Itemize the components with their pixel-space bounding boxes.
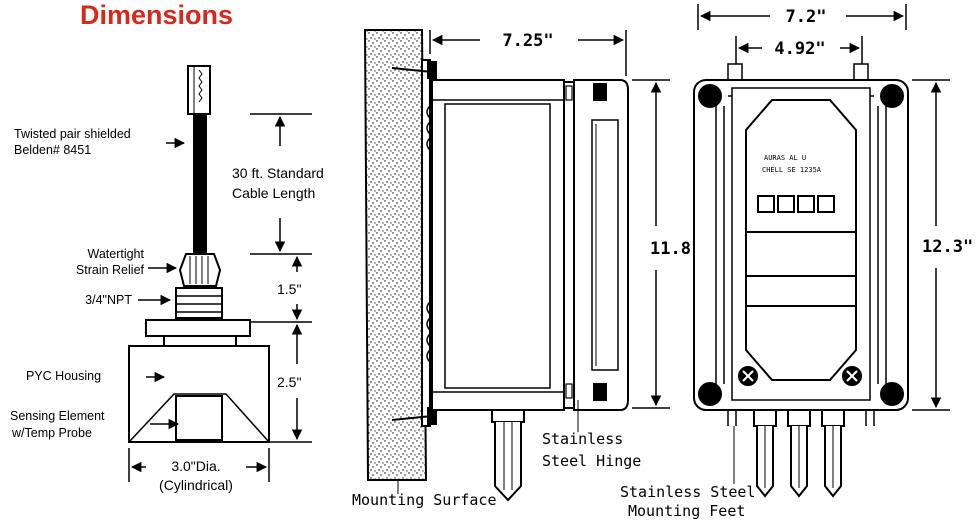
cable-label: Twisted pair shielded [14,127,131,141]
strain-relief-label: Watertight [87,247,144,261]
front-view-dimensions [697,4,950,484]
diameter-label: 3.0"Dia. [171,458,220,474]
height-label: 11.8" [650,239,701,259]
sensor-drawing [128,65,270,443]
mounting-feet-label: Stainless Steel [620,483,755,501]
width-label: 7.2" [786,7,827,27]
nameplate-line-2: CHELL SE 1235A [762,166,822,174]
npt-label: 3/4"NPT [85,293,132,307]
strain-relief-label-2: Strain Relief [76,263,145,277]
hinge-label: Stainless [542,430,623,448]
inner-width-label: 4.92" [774,39,825,59]
page-title: Dimensions [80,0,233,30]
hinge-label-2: Steel Hinge [542,452,641,470]
cable-length-label-2: Cable Length [232,185,315,201]
side-view-dimensions [397,30,670,494]
diameter-label-2: (Cylindrical) [159,477,233,493]
cable-label-part: Belden# 8451 [14,143,91,157]
cable-length-label: 30 ft. Standard [232,165,324,181]
side-view-drawing [363,29,629,502]
housing-label: PYC Housing [26,369,101,383]
gap-height-label: 1.5" [277,281,301,297]
sensor-dimensions [128,113,312,482]
sensing-element-label-2: w/Temp Probe [11,426,92,440]
front-view-labels: 7.2" 4.92" 12.3" AURAS AL U CHELL SE 123… [620,7,973,520]
mounting-feet-label-2: Mounting Feet [628,502,745,520]
sensor-labels: Twisted pair shielded Belden# 8451 30 ft… [10,127,324,493]
front-height-label: 12.3" [922,237,973,257]
sensing-element-label: Sensing Element [10,409,105,423]
front-view-drawing [693,63,909,498]
side-view-labels: 7.25" 11.8" Stainless Steel Hinge Mounti… [352,31,701,509]
depth-label: 7.25" [502,31,553,51]
nameplate-line-1: AURAS AL U [764,154,806,162]
housing-height-label: 2.5" [277,374,301,390]
mounting-surface-label: Mounting Surface [352,491,497,509]
